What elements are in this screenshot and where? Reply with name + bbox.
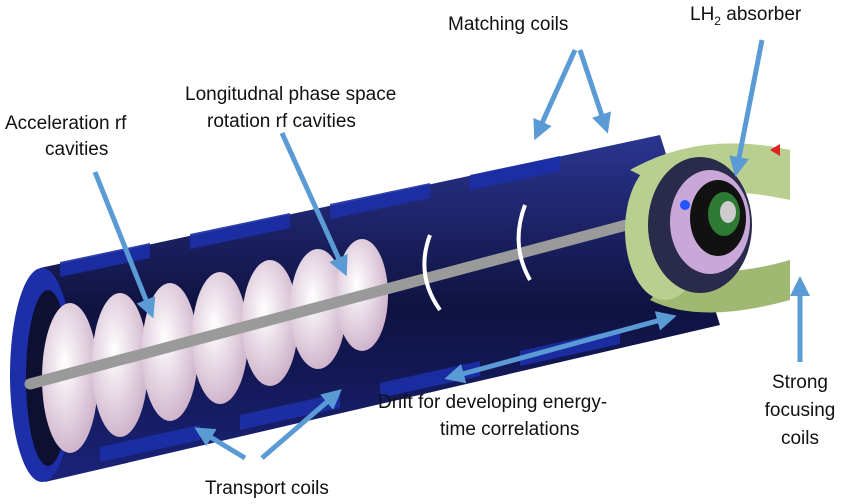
label-acceleration-line1: Acceleration rf bbox=[5, 113, 127, 134]
focusing-coil-assembly bbox=[625, 143, 790, 313]
lh2-subscript: 2 bbox=[714, 13, 721, 28]
label-lh2-absorber: LH2 absorber bbox=[690, 4, 801, 32]
label-drift-line2: time correlations bbox=[440, 419, 580, 440]
arrow-drift bbox=[444, 311, 677, 384]
label-strong-line3: coils bbox=[780, 428, 819, 449]
label-strong-line2: focusing bbox=[764, 400, 836, 421]
lh2-prefix: LH bbox=[690, 4, 715, 25]
annotation-arrows bbox=[92, 39, 810, 461]
arrow-transport-2 bbox=[260, 389, 342, 460]
label-strong-line1: Strong bbox=[772, 372, 828, 393]
label-longitudinal-line1: Longitudnal phase space bbox=[185, 84, 397, 105]
label-longitudinal: Longitudnal phase space rotation rf cavi… bbox=[185, 84, 396, 133]
arrow-acceleration bbox=[92, 171, 156, 319]
label-matching-coils: Matching coils bbox=[448, 14, 569, 35]
label-drift-line1: Drift for developing energy- bbox=[378, 392, 608, 413]
arrow-matching-2 bbox=[577, 49, 612, 134]
label-longitudinal-line2: rotation rf cavities bbox=[207, 111, 356, 132]
arrow-longitudinal bbox=[279, 131, 348, 277]
lh2-suffix: absorber bbox=[720, 4, 802, 25]
label-acceleration-line2: cavities bbox=[45, 139, 109, 160]
label-transport-coils: Transport coils bbox=[205, 478, 329, 499]
arrow-lh2 bbox=[729, 39, 765, 177]
label-strong-focusing: Strong focusing coils bbox=[755, 372, 845, 450]
label-drift: Drift for developing energy- time correl… bbox=[378, 392, 607, 441]
beam-pipe bbox=[24, 202, 696, 390]
arrow-transport-1 bbox=[194, 427, 247, 461]
arrow-matching-1 bbox=[533, 48, 578, 141]
label-acceleration: Acceleration rf cavities bbox=[5, 113, 126, 161]
